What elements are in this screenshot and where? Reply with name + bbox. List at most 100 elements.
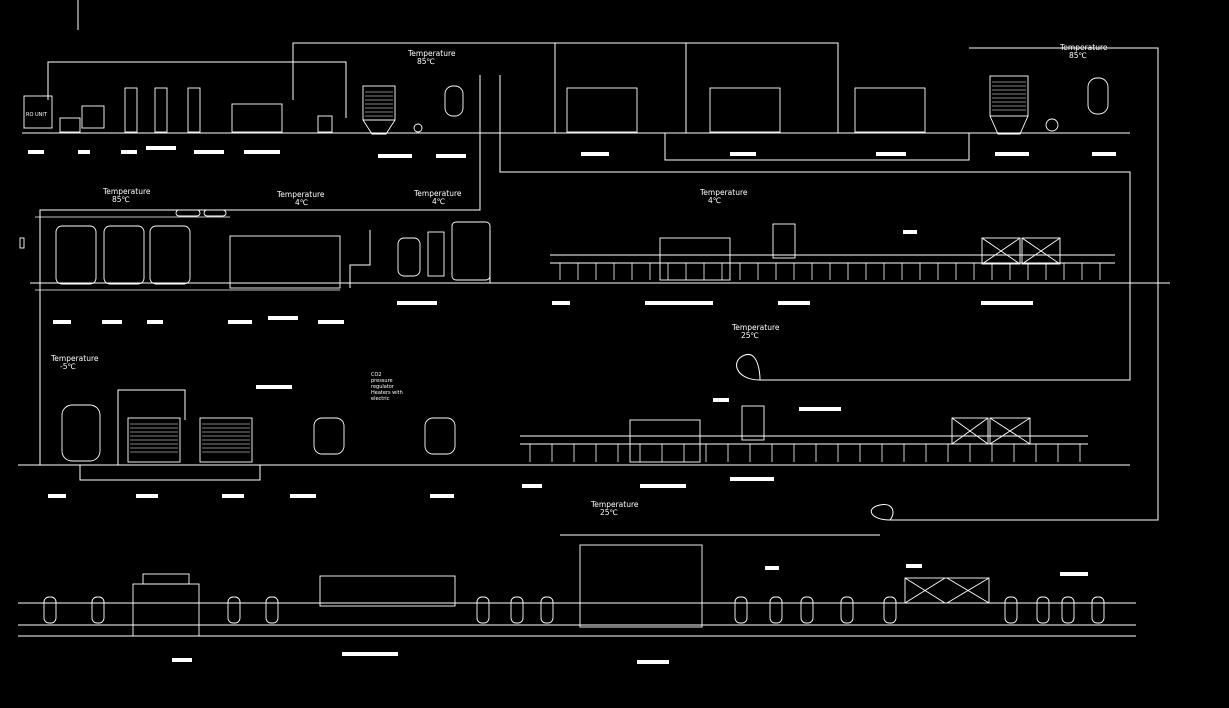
co2-note-line: CO2 xyxy=(371,372,382,378)
bottle-mark xyxy=(840,596,854,624)
ro-unit-badge: RO UNIT xyxy=(26,112,48,118)
carbonation-tank xyxy=(397,237,421,277)
bottle-mark xyxy=(510,596,524,624)
bottle-mark xyxy=(1004,596,1018,624)
fermenter-3 xyxy=(149,225,191,285)
co2-note-line: Heaters with xyxy=(371,390,403,396)
temperature-label: Temperature xyxy=(50,354,99,363)
co2-vessel-2 xyxy=(424,417,456,455)
washer xyxy=(132,583,200,637)
caption-bar xyxy=(244,150,280,154)
caption-bar-group xyxy=(28,146,1116,664)
caption-bar xyxy=(397,301,437,305)
bottle-mark xyxy=(1091,596,1105,624)
pasteurizer xyxy=(451,221,491,281)
caption-bar xyxy=(637,660,669,664)
caption-bar xyxy=(778,301,810,305)
caption-bar xyxy=(1092,152,1116,156)
bottle-mark xyxy=(540,596,554,624)
temperature-value: 4℃ xyxy=(708,196,721,205)
ro-unit xyxy=(23,95,53,129)
temperature-label: Temperature xyxy=(1059,43,1108,52)
caption-bar xyxy=(522,484,542,488)
bottle-mark xyxy=(769,596,783,624)
caption-bar xyxy=(28,150,44,154)
cooling-unit-2 xyxy=(199,417,253,463)
temperature-value: 25℃ xyxy=(741,331,759,340)
temperature-label: Temperature xyxy=(102,187,151,196)
temperature-value: 4℃ xyxy=(295,198,308,207)
filter-rack xyxy=(231,103,283,133)
row-2-equipment xyxy=(19,209,1115,289)
temperature-value: -5℃ xyxy=(60,362,76,371)
row-3-equipment xyxy=(61,404,1088,463)
temperature-label: Temperature xyxy=(731,323,780,332)
caption-bar xyxy=(906,564,922,568)
temperature-value: 85℃ xyxy=(1069,51,1087,60)
labeller-frame xyxy=(904,577,990,604)
co2-vessel-1 xyxy=(313,417,345,455)
temperature-label: Temperature xyxy=(590,500,639,509)
co2-note-line: electric xyxy=(371,396,390,402)
syrup-tank xyxy=(362,85,396,121)
temperature-label: Temperature xyxy=(407,49,456,58)
co2-regulator-note: CO2 pressure regulator Heaters with elec… xyxy=(371,372,403,402)
row-4-equipment xyxy=(132,544,990,637)
caption-bar xyxy=(876,152,906,156)
caption-bar xyxy=(995,152,1029,156)
caption-bar xyxy=(194,150,224,154)
caption-bar xyxy=(640,484,686,488)
co2-note-line: pressure xyxy=(371,378,393,384)
buffer-tank xyxy=(1087,77,1109,115)
caption-bar xyxy=(102,320,122,324)
co2-note-line: regulator xyxy=(371,384,395,390)
fermenter-1 xyxy=(55,225,97,285)
caption-bar xyxy=(290,494,316,498)
caption-bar xyxy=(222,494,244,498)
temperature-value: 85℃ xyxy=(112,195,130,204)
caption-bar xyxy=(121,150,137,154)
packing-box-2 xyxy=(1021,237,1061,265)
filling-machine-row2 xyxy=(659,237,731,281)
temperature-value: 25℃ xyxy=(600,508,618,517)
bottle-mark xyxy=(43,596,57,624)
caption-bar xyxy=(730,477,774,481)
caption-bar xyxy=(981,301,1033,305)
bottle-mark xyxy=(800,596,814,624)
bottle-mark xyxy=(734,596,748,624)
rinser xyxy=(319,575,456,607)
caption-bar xyxy=(1060,572,1088,576)
bottle-mark xyxy=(883,596,897,624)
caption-bar xyxy=(713,398,729,402)
caption-bar xyxy=(78,150,90,154)
temperature-label: Temperature xyxy=(413,189,462,198)
bottle-mark xyxy=(476,596,490,624)
caption-bar xyxy=(53,320,71,324)
caption-bar xyxy=(581,152,609,156)
fermenter-2 xyxy=(103,225,145,285)
temperature-label: Temperature xyxy=(699,188,748,197)
caption-bar xyxy=(48,494,66,498)
caption-bar xyxy=(903,230,917,234)
caption-bar xyxy=(378,154,412,158)
temperature-value: 4℃ xyxy=(432,197,445,206)
packing-box-1 xyxy=(981,237,1021,265)
pipeline-routing xyxy=(18,0,1170,637)
bottle-mark xyxy=(91,596,105,624)
bottle-group xyxy=(43,596,1105,624)
caption-bar xyxy=(172,658,192,662)
mixer-unit-1 xyxy=(566,87,638,133)
water-treatment-tank xyxy=(81,105,105,129)
caption-bar xyxy=(268,316,298,320)
row-1-equipment: RO UNIT xyxy=(23,75,1109,135)
caption-bar xyxy=(645,301,713,305)
bottle-mark xyxy=(1061,596,1075,624)
bottle-mark xyxy=(1036,596,1050,624)
caption-bar xyxy=(730,152,756,156)
caption-bar xyxy=(430,494,454,498)
holding-tank xyxy=(444,85,464,117)
mixer-unit-3 xyxy=(854,87,926,133)
storage-silo xyxy=(989,75,1029,117)
